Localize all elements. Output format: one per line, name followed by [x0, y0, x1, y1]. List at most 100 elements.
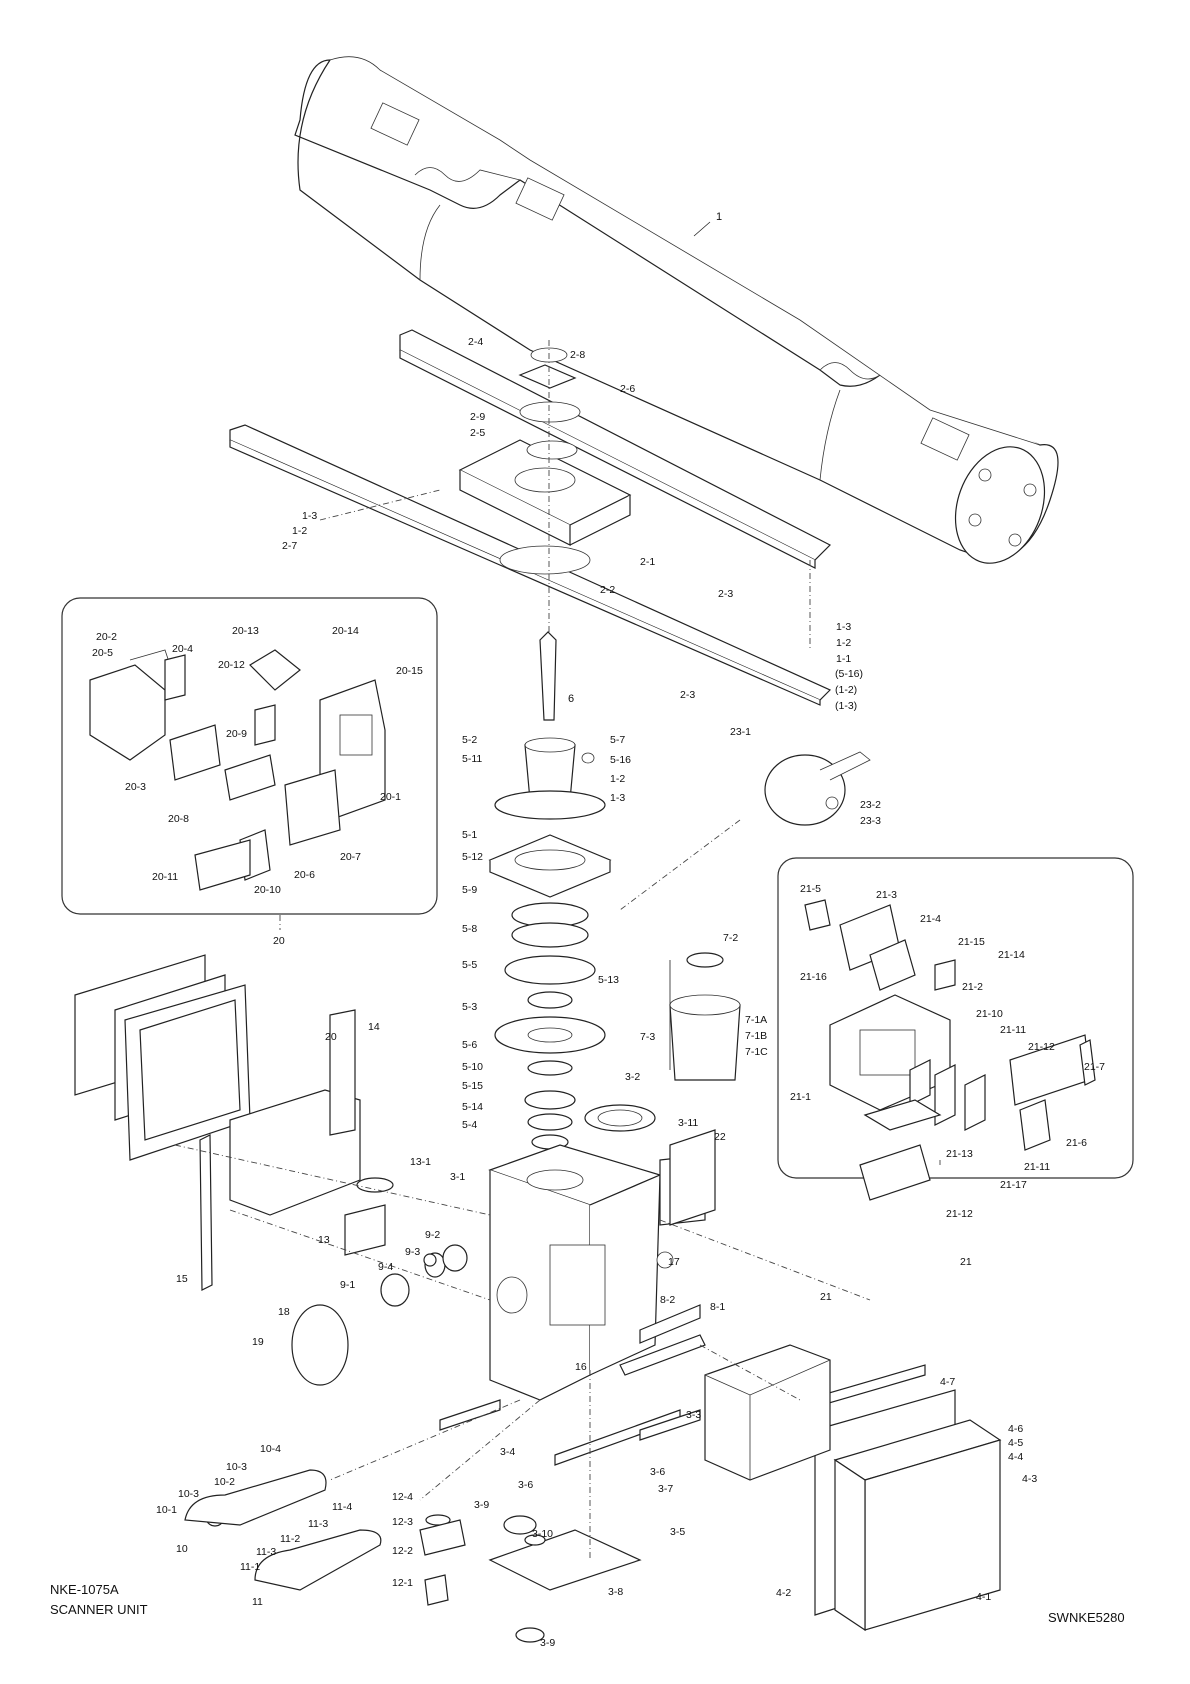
- callout-5-6: 5-6: [462, 1039, 477, 1051]
- callout-4-7: 4-7: [940, 1376, 955, 1388]
- callout-3-8: 3-8: [608, 1586, 623, 1598]
- callout-2-8: 2-8: [570, 349, 585, 361]
- callout-21-6: 21-6: [1066, 1137, 1087, 1149]
- inset-21-parts: [804, 899, 1096, 1201]
- callout-13-1: 13-1: [410, 1156, 431, 1168]
- callout-2-2: 2-2: [600, 584, 615, 596]
- callout-7-1A: 7-1A: [745, 1014, 767, 1026]
- callout-10-2: 10-2: [214, 1476, 235, 1488]
- callout-17: 17: [668, 1256, 680, 1268]
- callout-20-4: 20-4: [172, 643, 193, 655]
- callout-3-6-b: 3-6: [650, 1466, 665, 1478]
- modulator-unit: [704, 1344, 831, 1481]
- callout-5-9: 5-9: [462, 884, 477, 896]
- motor-assembly: [669, 952, 741, 1081]
- callout-1-3-top: 1-3: [302, 510, 317, 522]
- callout-20-7: 20-7: [340, 851, 361, 863]
- callout-3-10: 3-10: [532, 1528, 553, 1540]
- callout-4-5: 4-5: [1008, 1437, 1023, 1449]
- callout-21-5: 21-5: [800, 883, 821, 895]
- callout-1-2-right: 1-2: [836, 637, 851, 649]
- callout-4-1: 4-1: [976, 1591, 991, 1603]
- callout-5-1: 5-1: [462, 829, 477, 841]
- callout-p1-2: (1-2): [835, 684, 857, 696]
- unit-title: SCANNER UNIT: [50, 1602, 148, 1617]
- callout-1: 1: [716, 211, 722, 223]
- callout-2-7: 2-7: [282, 540, 297, 552]
- callout-20-inset: 20: [273, 935, 285, 947]
- callout-13: 13: [318, 1234, 330, 1246]
- callout-19: 19: [252, 1336, 264, 1348]
- callout-11: 11: [252, 1596, 263, 1608]
- callout-21-16: 21-16: [800, 971, 827, 983]
- callout-5-7: 5-7: [610, 734, 625, 746]
- callout-20-1: 20-1: [380, 791, 401, 803]
- rotary-joint-stack: [488, 631, 656, 1164]
- callout-21-14: 21-14: [998, 949, 1025, 961]
- callout-5-11: 5-11: [462, 753, 482, 765]
- callout-11-4: 11-4: [332, 1501, 352, 1513]
- callout-21-15: 21-15: [958, 936, 985, 948]
- callout-1-3-mid: 1-3: [610, 792, 625, 804]
- callout-21-12-a: 21-12: [1028, 1041, 1055, 1053]
- callout-23-2: 23-2: [860, 799, 881, 811]
- callout-1-2-top: 1-2: [292, 525, 307, 537]
- callout-22: 22: [714, 1131, 726, 1143]
- callout-7-2: 7-2: [723, 932, 738, 944]
- callout-21-4: 21-4: [920, 913, 941, 925]
- callout-20-8: 20-8: [168, 813, 189, 825]
- callout-7-3: 7-3: [640, 1031, 655, 1043]
- callout-21-10: 21-10: [976, 1008, 1003, 1020]
- callout-p1-3: (1-3): [835, 700, 857, 712]
- callout-5-4: 5-4: [462, 1119, 477, 1131]
- callout-20-main: 20: [325, 1031, 337, 1043]
- inset-20-parts: [89, 649, 386, 891]
- callout-1-1: 1-1: [836, 653, 851, 665]
- callout-15: 15: [176, 1273, 188, 1285]
- waveguide-enclosure: [74, 954, 251, 1161]
- transceiver-box: [804, 1364, 1002, 1632]
- drive-parts: [184, 1134, 706, 1606]
- callout-10-1: 10-1: [156, 1504, 177, 1516]
- callout-20-6: 20-6: [294, 869, 315, 881]
- callout-2-6: 2-6: [620, 383, 635, 395]
- top-frame-assembly: [229, 329, 832, 706]
- callout-8-1: 8-1: [710, 1301, 725, 1313]
- callout-23-1: 23-1: [730, 726, 751, 738]
- callout-3-6-a: 3-6: [518, 1479, 533, 1491]
- callout-20-15: 20-15: [396, 665, 423, 677]
- callout-1-2-mid: 1-2: [610, 773, 625, 785]
- callout-21-11-b: 21-11: [1024, 1161, 1050, 1173]
- callout-3-5: 3-5: [670, 1526, 685, 1538]
- callout-21-1: 21-1: [790, 1091, 811, 1103]
- callout-20-14: 20-14: [332, 625, 359, 637]
- base-plates: [439, 1399, 701, 1643]
- callout-3-9-b: 3-9: [540, 1637, 555, 1649]
- callout-5-14: 5-14: [462, 1101, 483, 1113]
- callout-2-1: 2-1: [640, 556, 655, 568]
- callout-9-1: 9-1: [340, 1279, 355, 1291]
- callout-labels: 1 2-4 2-8 2-6 2-9 2-5 1-3 1-2 2-7 2-1 2-…: [92, 211, 1105, 1649]
- callout-11-2: 11-2: [280, 1533, 300, 1545]
- callout-12-3: 12-3: [392, 1516, 413, 1528]
- callout-2-4: 2-4: [468, 336, 483, 348]
- callout-5-3: 5-3: [462, 1001, 477, 1013]
- callout-5-5: 5-5: [462, 959, 477, 971]
- callout-7-1B: 7-1B: [745, 1030, 767, 1042]
- callout-16: 16: [575, 1361, 587, 1373]
- callout-21-2: 21-2: [962, 981, 983, 993]
- callout-20-12: 20-12: [218, 659, 245, 671]
- callout-10-3-b: 10-3: [178, 1488, 199, 1500]
- inset-frame-20: [61, 597, 438, 915]
- callout-21-17: 21-17: [1000, 1179, 1027, 1191]
- callout-3-4: 3-4: [500, 1446, 515, 1458]
- callout-7-1C: 7-1C: [745, 1046, 768, 1058]
- callout-4-4: 4-4: [1008, 1451, 1023, 1463]
- callout-p5-16: (5-16): [835, 668, 863, 680]
- callout-4-3: 4-3: [1022, 1473, 1037, 1485]
- drawing-number: SWNKE5280: [1048, 1610, 1125, 1625]
- callout-2-3-lower: 2-3: [680, 689, 695, 701]
- callout-20-13: 20-13: [232, 625, 259, 637]
- callout-3-1: 3-1: [450, 1171, 465, 1183]
